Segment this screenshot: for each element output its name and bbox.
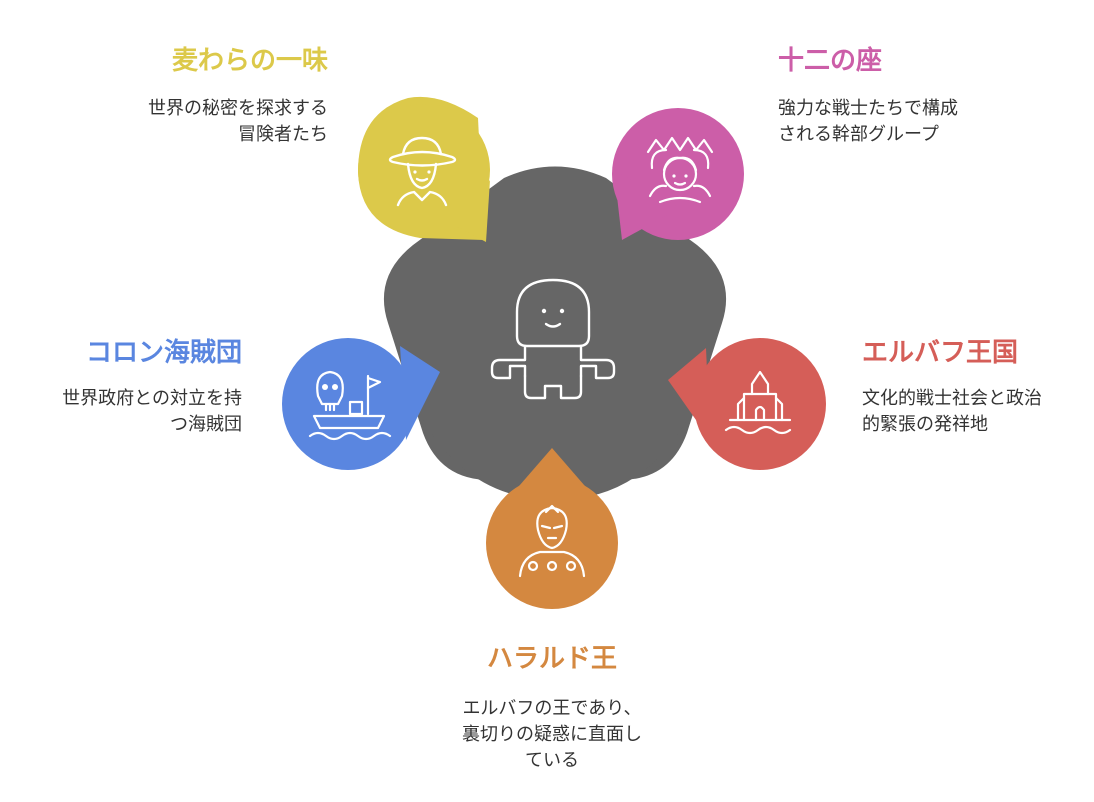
node-colon-desc-line: 世界政府との対立を持 (62, 388, 242, 409)
node-elbaf-shape (668, 338, 826, 470)
node-colon-desc: 世界政府との対立を持 つ海賊団 (20, 386, 242, 438)
node-juni-shape (612, 108, 744, 240)
giant-figure-icon (490, 278, 616, 400)
node-mugiwara-desc: 世界の秘密を探求する 冒険者たち (80, 96, 328, 148)
node-mugiwara-desc-line: 世界の秘密を探求する (148, 98, 328, 119)
node-mugiwara-desc-line: 冒険者たち (238, 124, 328, 145)
node-harald-shape (486, 448, 618, 609)
node-harald-desc-line: エルバフの王であり、 (462, 698, 642, 719)
castle-icon (724, 370, 792, 435)
warrior-group-icon (646, 136, 714, 204)
node-elbaf-title: エルバフ王国 (862, 338, 1019, 368)
node-harald-desc-line: ている (525, 750, 579, 771)
node-colon-shape (282, 338, 440, 470)
node-harald-desc: エルバフの王であり、 裏切りの疑惑に直面し ている (402, 696, 702, 774)
node-juni-desc: 強力な戦士たちで構成 される幹部グループ (778, 96, 1038, 148)
node-elbaf-desc-line: 的緊張の発祥地 (862, 414, 988, 435)
straw-hat-person-icon (388, 136, 457, 207)
center-pentagon (383, 166, 727, 480)
node-elbaf-desc-line: 文化的戦士社会と政治 (862, 388, 1042, 409)
node-harald-desc-line: 裏切りの疑惑に直面し (462, 724, 642, 745)
node-juni-desc-line: される幹部グループ (778, 124, 939, 145)
skull-ship-icon (308, 370, 392, 441)
node-mugiwara-title: 麦わらの一味 (171, 46, 328, 76)
node-juni-desc-line: 強力な戦士たちで構成 (778, 98, 958, 119)
node-colon-desc-line: つ海賊団 (170, 414, 242, 435)
node-juni-title: 十二の座 (778, 46, 883, 76)
alien-king-icon (518, 504, 586, 578)
node-mugiwara-shape (358, 96, 490, 242)
node-colon-title: コロン海賊団 (85, 338, 242, 368)
node-harald-title: ハラルド王 (486, 644, 617, 674)
node-elbaf-desc: 文化的戦士社会と政治 的緊張の発祥地 (862, 386, 1084, 438)
